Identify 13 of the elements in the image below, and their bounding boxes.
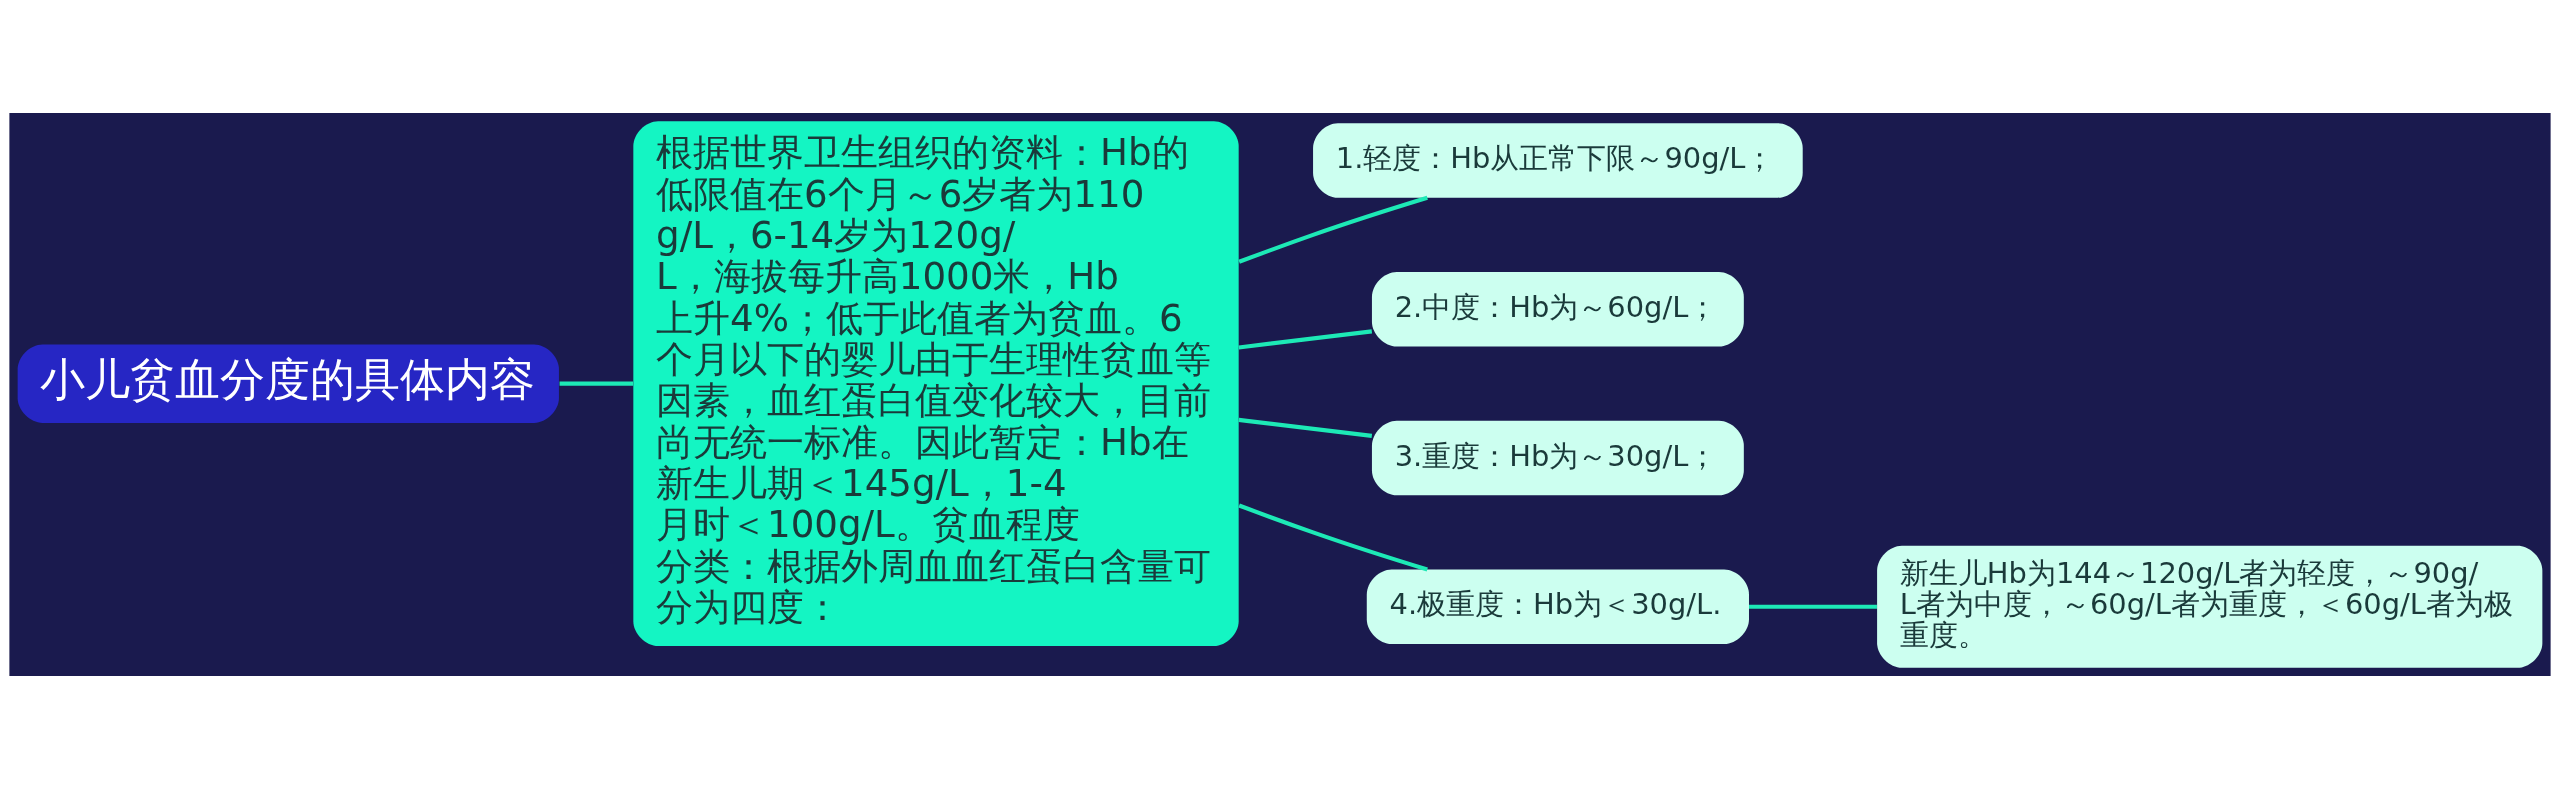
- connector: [1238, 329, 1373, 350]
- connector: [1238, 417, 1373, 438]
- node-box: 根据世界卫生组织的资料：Hb的低限值在6个月～6岁者为110g/L，6-14岁为120g/L，海拔每升高1000米，Hb上升4%；低于此值者为贫血。6个月以下的婴儿由于生理性贫血等因素，血红蛋白值变化较大，目前尚无统一标准。因此暂定：Hb在新生儿期＜145g/L，1-4 月时＜100g/L。贫血程度分类：根据外周血血红蛋白含量可分为四度：: [633, 121, 1239, 647]
- connector: [1238, 503, 1428, 572]
- node-box: 4.极重度：Hb为＜30g/L.: [1366, 569, 1749, 644]
- node-box: 2.中度：Hb为～60g/L；: [1371, 272, 1744, 347]
- node-box: 1.轻度：Hb从正常下限～90g/L；: [1313, 123, 1803, 198]
- node-box: 小儿贫血分度的具体内容: [17, 344, 559, 423]
- connector: [1749, 604, 1877, 609]
- node-box: 新生儿Hb为144～120g/L者为轻度，～90g/L者为中度，～60g/L者为重度，＜60g/L者为极重度。: [1877, 545, 2543, 668]
- node-box: 3.重度：Hb为～30g/L；: [1371, 420, 1744, 496]
- connector: [559, 381, 634, 386]
- connector: [1238, 195, 1428, 264]
